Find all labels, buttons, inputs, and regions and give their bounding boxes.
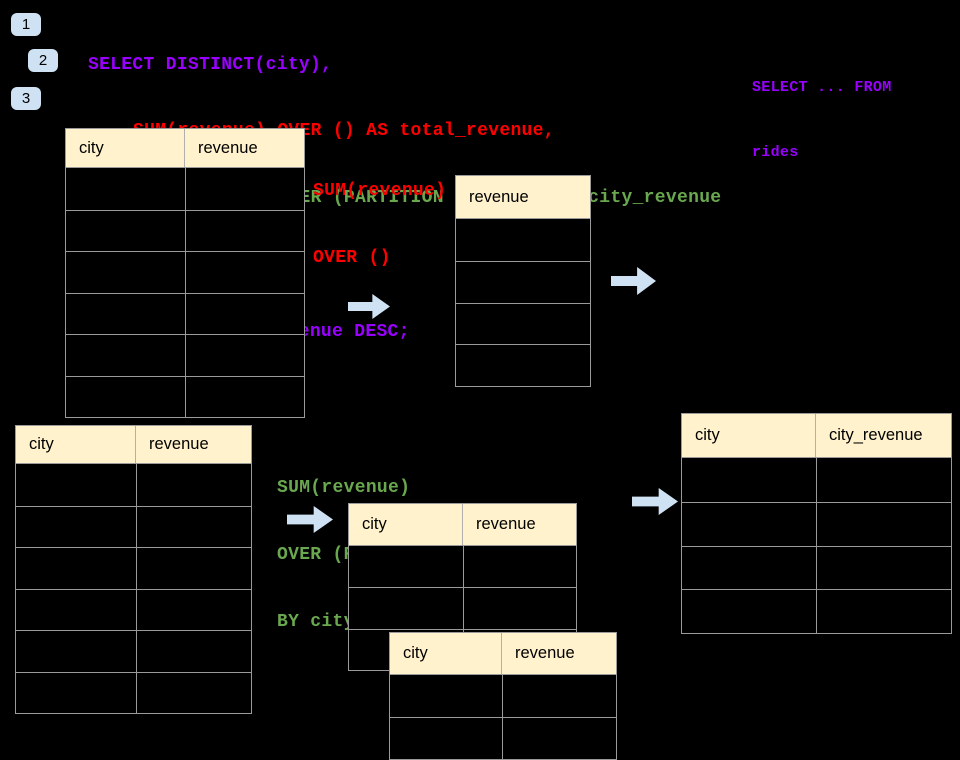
column-header-city: city: [66, 129, 185, 167]
annotation-total-revenue: SUM(revenue) OVER (): [313, 136, 446, 291]
column-header-city-revenue: city_revenue: [829, 426, 923, 444]
table-row: [16, 464, 251, 506]
column-header-city: city: [349, 504, 463, 545]
table-header-row: city revenue: [390, 633, 616, 675]
table-source-rides-top: city revenue: [65, 128, 305, 418]
column-header-city: city: [682, 414, 816, 457]
table-row: [682, 501, 951, 546]
sql-line-select: SELECT DISTINCT(city),: [88, 54, 333, 75]
table-row: [682, 545, 951, 590]
table-row: [682, 458, 951, 502]
table-row: [66, 168, 304, 210]
table-header-row: city city_revenue: [682, 414, 951, 458]
table-header-row: city revenue: [349, 504, 576, 546]
table-row: [456, 344, 590, 386]
table-header-row: revenue: [456, 176, 590, 219]
table-row: [16, 630, 251, 672]
table-row: [456, 260, 590, 303]
step-badge-1: 1: [11, 13, 41, 36]
column-header-revenue: revenue: [198, 138, 258, 157]
column-header-city: city: [390, 633, 502, 674]
table-row: [390, 675, 616, 717]
column-header-city: city: [16, 426, 136, 463]
table-row: [349, 587, 576, 630]
annotation-partition-line-1: SUM(revenue): [277, 478, 411, 499]
table-total-revenue-result: revenue: [455, 175, 591, 388]
step-badge-3: 3: [11, 87, 41, 110]
table-row: [16, 547, 251, 589]
side-snippet-line-1: SELECT ... FROM: [752, 79, 892, 96]
right-arrow-icon: [632, 488, 678, 515]
table-header-row: city revenue: [66, 129, 304, 168]
table-row: [66, 292, 304, 335]
table-body: [390, 675, 616, 759]
table-partition-result: city city_revenue: [681, 413, 952, 634]
table-row: [456, 302, 590, 345]
table-row: [16, 588, 251, 631]
side-snippet-line-2: rides: [752, 143, 799, 161]
table-body: [16, 464, 251, 713]
table-body: [456, 219, 590, 386]
column-header-revenue: revenue: [469, 187, 529, 206]
table-row: [66, 209, 304, 252]
sql-side-snippet: SELECT ... FROM rides: [752, 34, 892, 185]
table-row: [16, 505, 251, 548]
step-badge-2: 2: [28, 49, 58, 72]
table-row: [16, 671, 251, 714]
table-body: [682, 458, 951, 633]
annotation-total-line-1: SUM(revenue): [313, 181, 447, 202]
table-body: [66, 168, 304, 417]
table-partition-group-b: city revenue: [389, 632, 617, 760]
annotation-total-line-2: OVER (): [313, 248, 391, 269]
table-row: [390, 717, 616, 759]
table-row: [456, 219, 590, 261]
column-header-revenue: revenue: [149, 435, 209, 453]
table-row: [66, 251, 304, 293]
table-row: [66, 375, 304, 418]
column-header-revenue: revenue: [515, 644, 575, 662]
column-header-revenue: revenue: [476, 515, 536, 533]
table-source-rides-bottom: city revenue: [15, 425, 252, 714]
table-header-row: city revenue: [16, 426, 251, 464]
table-row: [66, 334, 304, 376]
table-row: [682, 589, 951, 633]
table-row: [349, 546, 576, 588]
